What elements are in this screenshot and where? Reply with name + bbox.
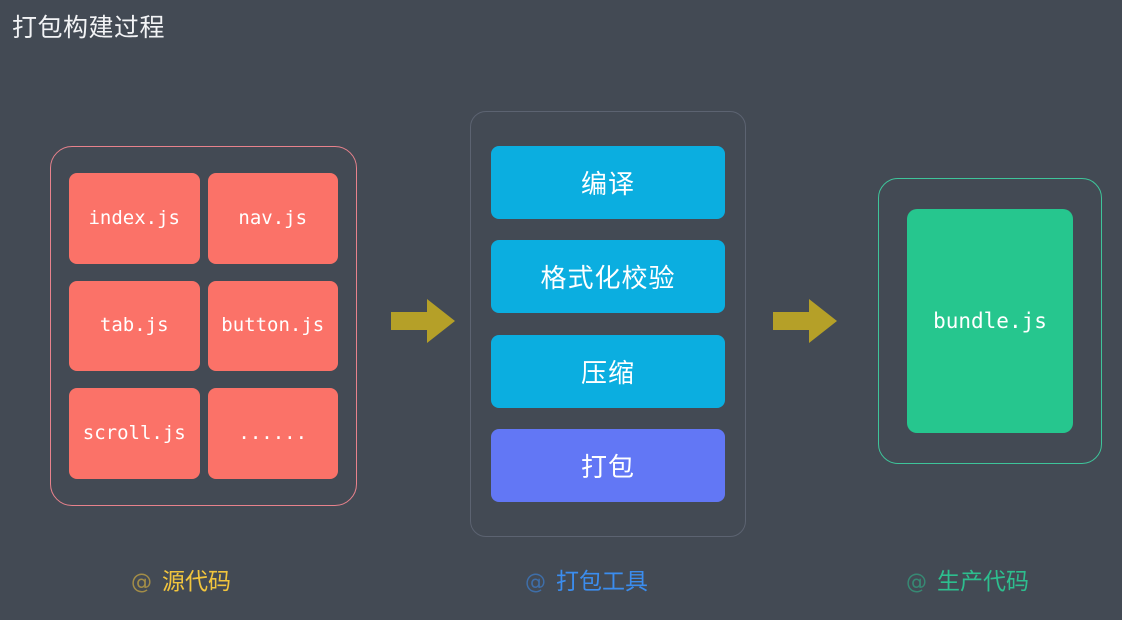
source-file-grid: index.js nav.js tab.js button.js scroll.…	[69, 173, 338, 479]
stage-production-code: bundle.js	[878, 178, 1102, 464]
source-file-item[interactable]: index.js	[69, 173, 200, 264]
caption-output-label: 生产代码	[937, 569, 1029, 595]
source-file-item[interactable]: button.js	[207, 280, 338, 372]
at-icon: @	[131, 570, 152, 594]
source-file-item[interactable]: ......	[207, 388, 338, 479]
page-title: 打包构建过程	[12, 13, 166, 42]
caption-tool-label: 打包工具	[556, 569, 648, 595]
tool-step-compile[interactable]: 编译	[491, 146, 725, 219]
output-bundle-artifact[interactable]: bundle.js	[907, 209, 1073, 433]
stage-source-code: index.js nav.js tab.js button.js scroll.…	[50, 146, 357, 506]
tool-step-minify[interactable]: 压缩	[491, 334, 725, 408]
stage-bundler-tool: 编译 格式化校验 压缩 打包	[470, 111, 746, 537]
tool-step-lint[interactable]: 格式化校验	[491, 240, 725, 314]
caption-source-code: @ 源代码	[131, 562, 231, 596]
source-file-item[interactable]: nav.js	[207, 173, 338, 264]
at-icon: @	[906, 570, 927, 594]
caption-bundler-tool: @ 打包工具	[525, 562, 648, 596]
source-file-item[interactable]: tab.js	[69, 280, 200, 372]
arrow-right-icon	[391, 297, 455, 345]
at-icon: @	[525, 570, 546, 594]
source-file-item[interactable]: scroll.js	[69, 388, 200, 479]
caption-production-code: @ 生产代码	[906, 562, 1029, 596]
caption-source-label: 源代码	[162, 569, 231, 595]
tool-step-bundle[interactable]: 打包	[491, 428, 725, 502]
arrow-right-icon	[773, 297, 837, 345]
